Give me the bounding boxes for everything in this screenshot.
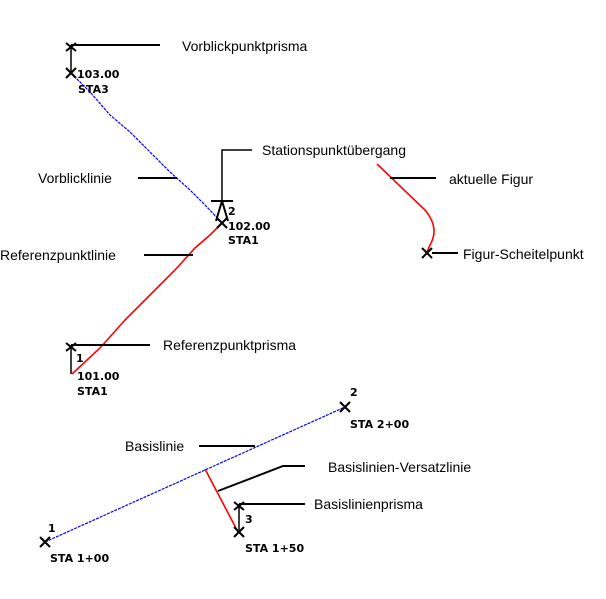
station-transition-marker (211, 149, 252, 229)
prism-icon (233, 501, 245, 511)
point-elevation: 101.00 (77, 370, 120, 383)
label-baseline-offset: Basislinien-Versatzlinie (328, 459, 471, 475)
x-mark-icon (339, 401, 351, 413)
point-station: STA3 (78, 83, 109, 96)
prism-icon (215, 200, 229, 222)
baseline (44, 406, 346, 543)
label-reference-prism: Referenzpunktprisma (163, 337, 296, 353)
point-station: STA 1+00 (50, 552, 109, 565)
foresight-line (70, 72, 223, 224)
point-station: STA 2+00 (350, 418, 409, 431)
current-figure (376, 163, 435, 253)
point-elevation: 102.00 (228, 220, 271, 233)
label-figure-vertex: Figur-Scheitelpunkt (463, 246, 584, 262)
point-number: 2 (228, 205, 236, 218)
baseline-prism (233, 501, 305, 538)
prism-icon (65, 42, 77, 52)
baseline-offset-line (204, 468, 239, 533)
point-elevation: 103.00 (77, 68, 120, 81)
reference-point-line (71, 222, 223, 375)
point-station: STA1 (228, 234, 259, 247)
prism-icon (65, 342, 77, 352)
reference-prism (65, 342, 150, 374)
label-baseline-prism: Basislinienprisma (314, 496, 423, 512)
point-number: 3 (245, 513, 253, 526)
x-mark-icon (216, 217, 228, 229)
x-mark-icon (39, 536, 51, 548)
label-foresight-prism: Vorblickpunktprisma (182, 38, 307, 54)
foresight-prism (65, 42, 160, 79)
leader-line (221, 149, 252, 200)
x-mark-icon (65, 67, 77, 79)
leader-line (217, 465, 305, 492)
x-mark-icon (233, 526, 245, 538)
label-current-figure: aktuelle Figur (449, 171, 533, 187)
point-station: STA 1+50 (245, 542, 304, 555)
label-foresight-line: Vorblicklinie (38, 170, 112, 186)
x-mark-icon (421, 247, 433, 259)
point-station: STA1 (77, 385, 108, 398)
label-baseline: Basislinie (125, 438, 184, 454)
point-number: 2 (350, 386, 358, 399)
point-number: 1 (76, 352, 84, 365)
label-reference-line: Referenzpunktlinie (0, 247, 116, 263)
label-station-transition: Stationspunktübergang (262, 142, 406, 158)
point-number: 1 (48, 522, 56, 535)
